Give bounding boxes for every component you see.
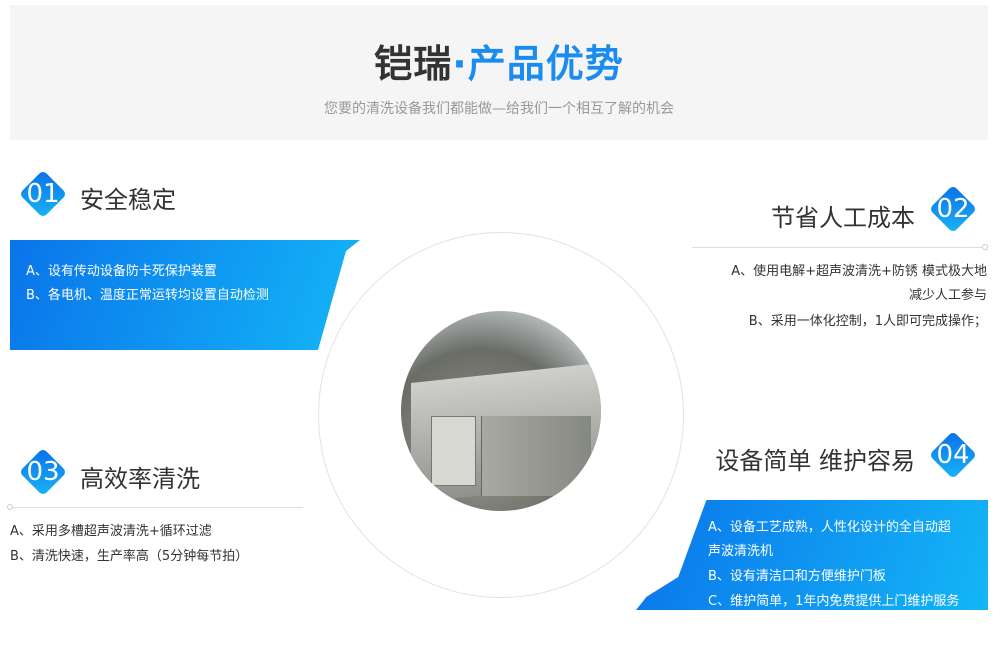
feature-item: B、采用一体化控制，1人即可完成操作；: [748, 314, 987, 329]
feature-item: B、清洗快速，生产率高（5分钟每节拍）: [10, 549, 249, 564]
feature-title-04: 设备简单 维护容易: [715, 447, 915, 475]
feature-panel-01: [10, 240, 360, 350]
feature-item: A、设有传动设备防卡死保护装置: [26, 264, 217, 279]
header-banner: 铠瑞·产品优势 您要的清洗设备我们都能做—给我们一个相互了解的机会: [10, 5, 988, 140]
line-end-dot: [7, 504, 13, 510]
feature-title-01: 安全稳定: [80, 186, 176, 214]
product-photo: [401, 311, 601, 511]
divider-line: [13, 507, 303, 508]
line-end-dot: [982, 244, 988, 250]
feature-item: B、各电机、温度正常运转均设置自动检测: [26, 288, 269, 303]
badge-02: 02: [928, 184, 978, 234]
machine-control-panel: [431, 416, 476, 486]
feature-item: B、设有清洁口和方便维护门板: [708, 569, 886, 584]
feature-item: C、维护简单，1年内免费提供上门维护服务: [708, 594, 960, 609]
badge-03: 03: [18, 447, 68, 497]
feature-item: A、使用电解+超声波清洗+防锈 模式极大地: [731, 264, 987, 279]
feature-title-02: 节省人工成本: [771, 204, 915, 232]
page-title: 铠瑞·产品优势: [374, 42, 624, 86]
divider-line: [692, 247, 982, 248]
machine-door: [481, 416, 591, 496]
feature-item: 声波清洗机: [708, 544, 774, 559]
badge-01: 01: [18, 169, 68, 219]
page-subtitle: 您要的清洗设备我们都能做—给我们一个相互了解的机会: [324, 101, 674, 117]
feature-item: A、设备工艺成熟，人性化设计的全自动超: [708, 520, 951, 535]
decorative-ring: [318, 232, 684, 598]
feature-item: 减少人工参与: [908, 288, 987, 303]
feature-title-03: 高效率清洗: [80, 465, 200, 493]
feature-item: A、采用多槽超声波清洗+循环过滤: [10, 524, 212, 539]
badge-04: 04: [928, 430, 978, 480]
